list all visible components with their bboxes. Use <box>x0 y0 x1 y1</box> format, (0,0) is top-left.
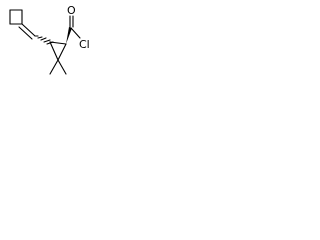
oxygen-atom-label: O <box>67 4 76 17</box>
cyclopropane-ring <box>49 41 67 61</box>
wedge-bond <box>66 27 72 44</box>
cyclopropane-bond-right <box>57 43 67 61</box>
carbonyl-double-bond <box>69 15 74 28</box>
methyl-bond-left <box>49 59 59 75</box>
hash-4 <box>43 39 51 43</box>
hash-2 <box>37 36 43 39</box>
chlorine-atom-label: Cl <box>79 38 90 51</box>
gem-dimethyl <box>49 59 67 75</box>
chemical-structure-diagram: O Cl <box>9 4 90 75</box>
cyclopropane-bond-top <box>49 41 67 45</box>
cyclopropane-bond-left <box>49 41 59 61</box>
exocyclic-double-bond <box>18 23 36 40</box>
acyl-chloride-bond <box>70 27 81 39</box>
double-bond-line-2 <box>18 26 33 40</box>
cyclobutane-ring <box>9 9 23 25</box>
methyl-bond-right <box>57 59 67 75</box>
double-bond-line-1 <box>21 23 36 37</box>
hash-3 <box>40 37 47 41</box>
